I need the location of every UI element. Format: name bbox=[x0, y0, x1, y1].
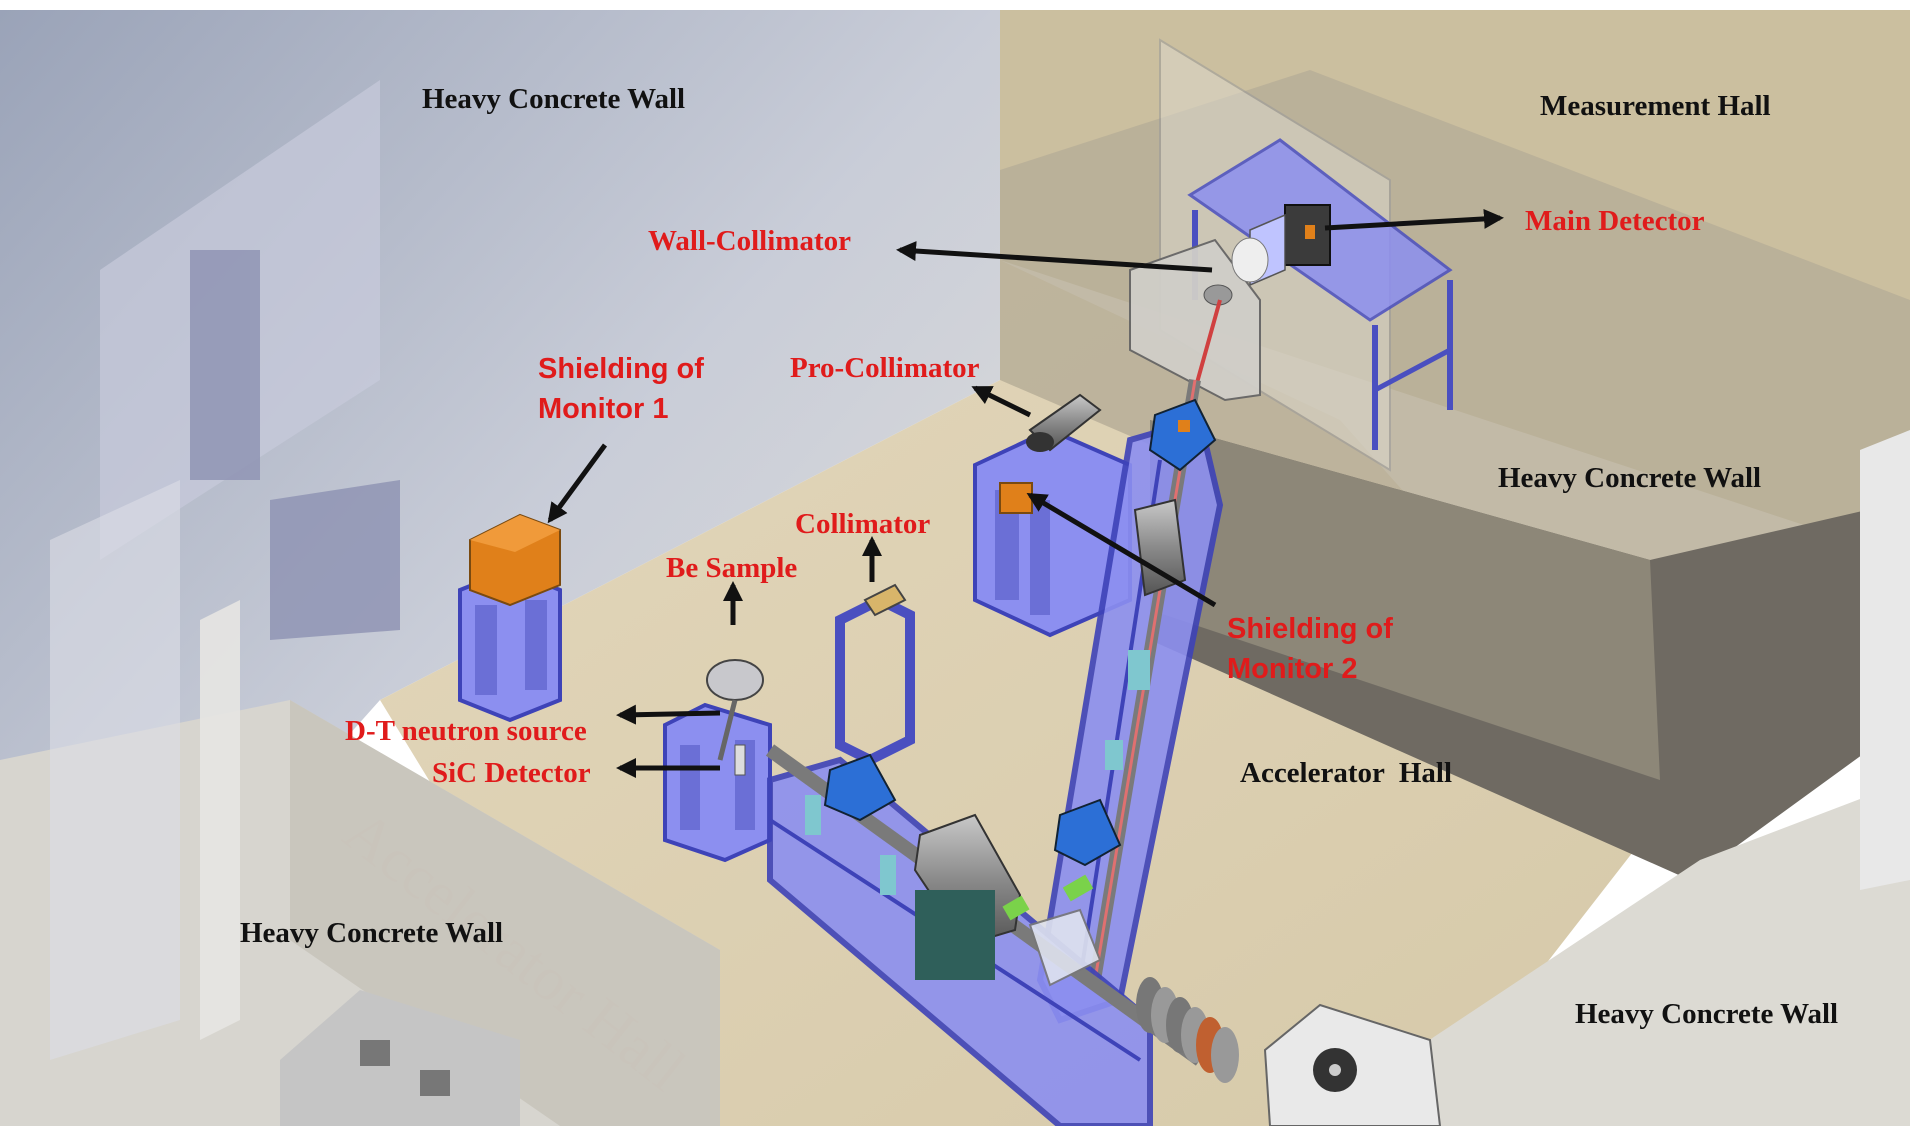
arrow-dt-neutron-source bbox=[616, 704, 721, 725]
label-shielding-monitor-2-line1: Shielding of bbox=[1227, 613, 1393, 645]
label-pro-collimator: Pro-Collimator bbox=[790, 352, 980, 384]
heavy-wall-bottom-right-block bbox=[1300, 780, 1910, 1126]
sic-detector-probe bbox=[734, 744, 746, 776]
label-dt-neutron-source: D-T neutron source bbox=[345, 715, 587, 747]
label-heavy-wall-right: Heavy Concrete Wall bbox=[1498, 462, 1761, 494]
beam-line bbox=[765, 379, 1442, 1126]
arrow-pro-collimator bbox=[971, 385, 1032, 418]
label-measurement-hall: Measurement Hall bbox=[1540, 90, 1771, 122]
label-heavy-wall-top-left: Heavy Concrete Wall bbox=[422, 83, 685, 115]
arrow-shielding-monitor-2 bbox=[1026, 492, 1217, 608]
label-heavy-wall-bottom-right: Heavy Concrete Wall bbox=[1575, 998, 1838, 1030]
label-arrows bbox=[547, 208, 1504, 778]
pro-collimator-assembly bbox=[973, 393, 1132, 638]
wall-collimator bbox=[1129, 238, 1261, 402]
blue-magnet-upper bbox=[1148, 398, 1217, 472]
be-sample-assembly bbox=[663, 659, 772, 863]
bellows bbox=[1136, 977, 1239, 1083]
label-wall-collimator: Wall-Collimator bbox=[648, 225, 851, 257]
be-sample-disk bbox=[706, 659, 764, 701]
label-shielding-monitor-1-line2: Monitor 1 bbox=[538, 393, 669, 425]
collimator-assembly bbox=[835, 583, 915, 766]
label-sic-detector: SiC Detector bbox=[432, 757, 591, 789]
junction-box bbox=[1028, 908, 1102, 987]
label-collimator: Collimator bbox=[795, 508, 930, 540]
label-heavy-wall-bottom-left: Heavy Concrete Wall bbox=[240, 917, 503, 949]
monitor-1-assembly bbox=[458, 513, 562, 723]
label-main-detector: Main Detector bbox=[1525, 205, 1705, 237]
collimator-tube bbox=[863, 583, 907, 617]
arrow-wall-collimator bbox=[896, 241, 1213, 273]
measurement-equipment bbox=[1129, 38, 1453, 472]
label-accelerator-hall: Accelerator Hall bbox=[1240, 757, 1452, 789]
accelerator-base bbox=[915, 890, 995, 980]
blue-magnet-front bbox=[823, 753, 897, 822]
text-labels: Heavy Concrete Wall Measurement Hall Mai… bbox=[240, 83, 1838, 1030]
control-console bbox=[280, 990, 520, 1126]
label-be-sample: Be Sample bbox=[666, 552, 797, 584]
accelerating-tube bbox=[1133, 498, 1187, 597]
label-shielding-monitor-2-line2: Monitor 2 bbox=[1227, 653, 1358, 685]
arrow-shielding-monitor-1 bbox=[547, 443, 608, 524]
label-shielding-monitor-1-line1: Shielding of bbox=[538, 353, 704, 385]
blue-magnet-lower bbox=[1053, 798, 1122, 867]
monitor-2-shielding bbox=[999, 482, 1033, 514]
arrow-main-detector bbox=[1324, 208, 1504, 231]
